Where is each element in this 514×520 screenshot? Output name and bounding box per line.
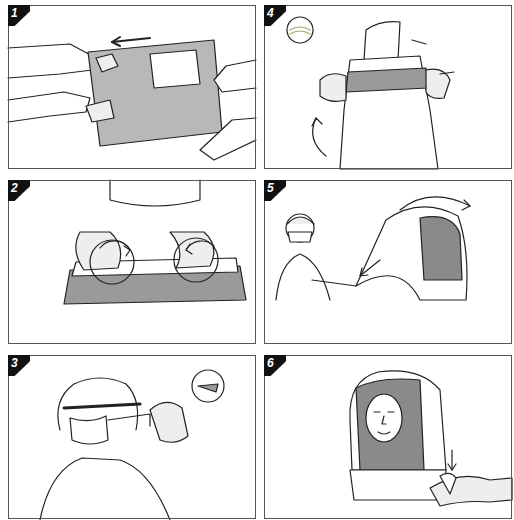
step-panel: 3 (8, 355, 256, 519)
step-panel: 6 (264, 355, 512, 519)
step-number: 1 (8, 5, 30, 26)
step-panel: 4 (264, 5, 512, 169)
lifting-hood (287, 17, 454, 169)
package-handover (8, 37, 256, 160)
step-panel: 2 (8, 180, 256, 344)
step-number: 3 (8, 355, 30, 376)
step-number: 6 (264, 355, 286, 376)
step-panel: 5 (264, 180, 512, 344)
opening-package (64, 180, 246, 304)
step-number: 2 (8, 180, 30, 201)
step-panel: 1 (8, 5, 256, 169)
placing-hood (276, 197, 470, 300)
fitting-headgear (40, 370, 224, 520)
hood-fitted (350, 371, 512, 506)
step-number: 4 (264, 5, 286, 26)
step-number: 5 (264, 180, 286, 201)
